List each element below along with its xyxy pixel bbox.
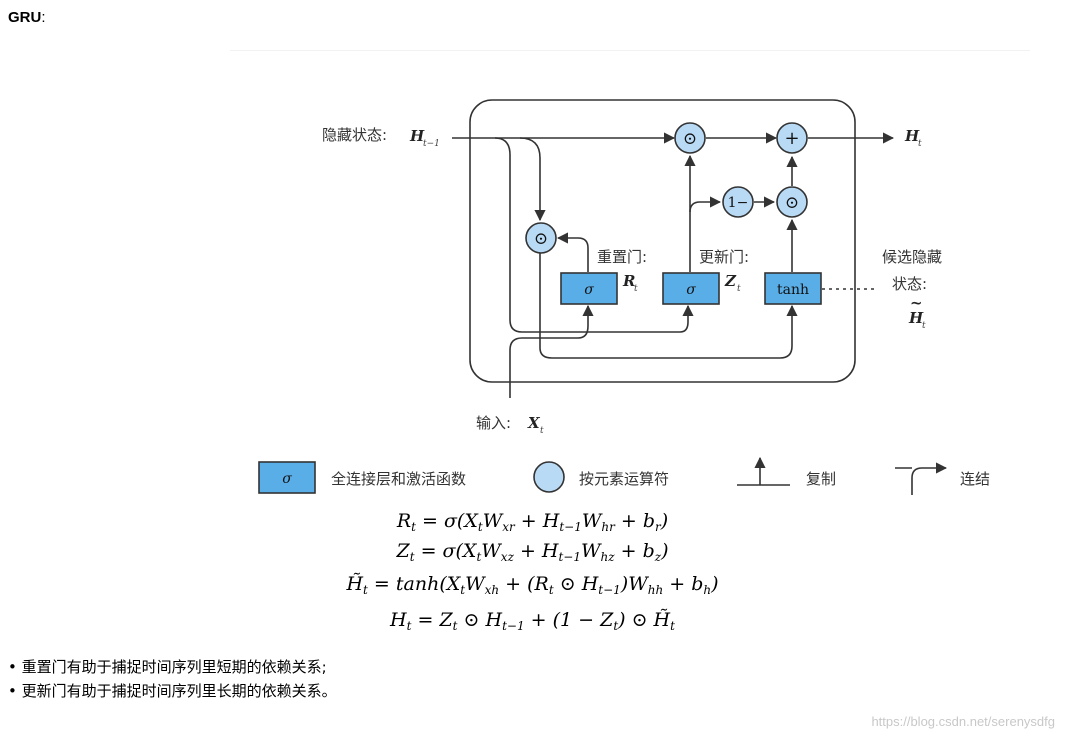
line-input-up xyxy=(509,304,594,398)
equation-candidate-state: H̃t = tanh(XtWxh + (Rt ⊙ Ht−1)Whh + bh) xyxy=(346,573,719,597)
top-mul-symbol: ⊙ xyxy=(683,129,697,149)
input-var: X xyxy=(527,414,541,432)
hprev-sub: t−1 xyxy=(423,139,440,149)
update-gate-sigma: σ xyxy=(686,282,696,298)
legend: σ 全连接层和激活函数 按元素运算符 复制 连结 xyxy=(258,458,990,495)
legend-fc-sigma: σ xyxy=(282,471,292,487)
line-reset-mul-down xyxy=(539,252,798,359)
reset-var: R xyxy=(622,272,635,290)
candidate-tilde: ~ xyxy=(910,294,923,312)
update-var: Z xyxy=(724,272,737,290)
input-sub: t xyxy=(540,426,544,436)
line-hprev-down xyxy=(494,137,694,333)
add-circle xyxy=(776,122,808,154)
reset-gate-sigma: σ xyxy=(584,282,594,298)
legend-fc-box xyxy=(258,461,316,494)
equation-reset-gate: Rt = σ(XtWxr + Ht−1Whr + br) xyxy=(396,510,669,534)
line-update-to-oneminus xyxy=(689,196,722,213)
candidate-var: H xyxy=(908,309,924,327)
update-sub: t xyxy=(737,284,741,294)
legend-elementwise-label: 按元素运算符 xyxy=(579,470,669,488)
lower-mul-circle xyxy=(776,186,808,218)
legend-concat-icon xyxy=(911,462,948,495)
equation-update-gate: Zt = σ(XtWxz + Ht−1Whz + bz) xyxy=(396,540,669,564)
hout-sub: t xyxy=(918,139,922,149)
top-mul-circle xyxy=(674,122,706,154)
line-hprev-to-reset-mul xyxy=(519,137,546,222)
reset-sub: t xyxy=(634,284,638,294)
candidate-tanh-label: tanh xyxy=(777,282,809,298)
update-gate-box xyxy=(662,272,720,305)
candidate-tanh-box xyxy=(764,272,822,305)
equation-hidden-state: Ht = Zt ⊙ Ht−1 + (1 − Zt) ⊙ H̃t xyxy=(390,609,675,633)
hout-var: H xyxy=(904,127,920,145)
section-title: GRU: xyxy=(8,9,46,26)
reset-gate-label: 重置门: xyxy=(597,248,647,266)
lower-mul-symbol: ⊙ xyxy=(785,193,799,213)
legend-copy-icon xyxy=(737,458,790,486)
one-minus-circle xyxy=(722,186,754,218)
legend-copy-label: 复制 xyxy=(806,470,836,488)
legend-elementwise-circle xyxy=(533,461,565,493)
candidate-sub: t xyxy=(922,321,926,331)
reset-mul-circle xyxy=(525,222,557,254)
connection-lines xyxy=(452,132,895,398)
update-gate-label: 更新门: xyxy=(699,248,749,266)
legend-fc-label: 全连接层和激活函数 xyxy=(331,470,466,488)
input-label: 输入: xyxy=(476,414,511,432)
hprev-var: H xyxy=(409,127,425,145)
hidden-state-label: 隐藏状态: xyxy=(322,126,387,144)
section-title-suffix: : xyxy=(41,9,46,26)
candidate-label-2: 状态: xyxy=(892,275,927,293)
reset-mul-symbol: ⊙ xyxy=(534,229,548,249)
reset-gate-box xyxy=(560,272,618,305)
one-minus-symbol: 1− xyxy=(728,195,749,211)
line-reset-sigma-to-mul xyxy=(556,232,589,272)
divider xyxy=(230,50,1030,51)
bullet-reset-gate: • 重置门有助于捕捉时间序列里短期的依赖关系; xyxy=(8,658,327,676)
gru-cell-frame xyxy=(469,99,856,383)
candidate-label-1: 候选隐藏 xyxy=(882,248,942,266)
gru-diagram: σ σ tanh ⊙ ⊙ + 1− ⊙ 隐藏状态: H t−1 H t 重置门:… xyxy=(258,99,990,495)
watermark: https://blog.csdn.net/serenysdfg xyxy=(871,714,1055,729)
legend-concat-label: 连结 xyxy=(960,470,990,488)
section-title-bold: GRU xyxy=(8,9,42,26)
add-symbol: + xyxy=(784,128,799,149)
bullet-update-gate: • 更新门有助于捕捉时间序列里长期的依赖关系。 xyxy=(8,682,337,700)
